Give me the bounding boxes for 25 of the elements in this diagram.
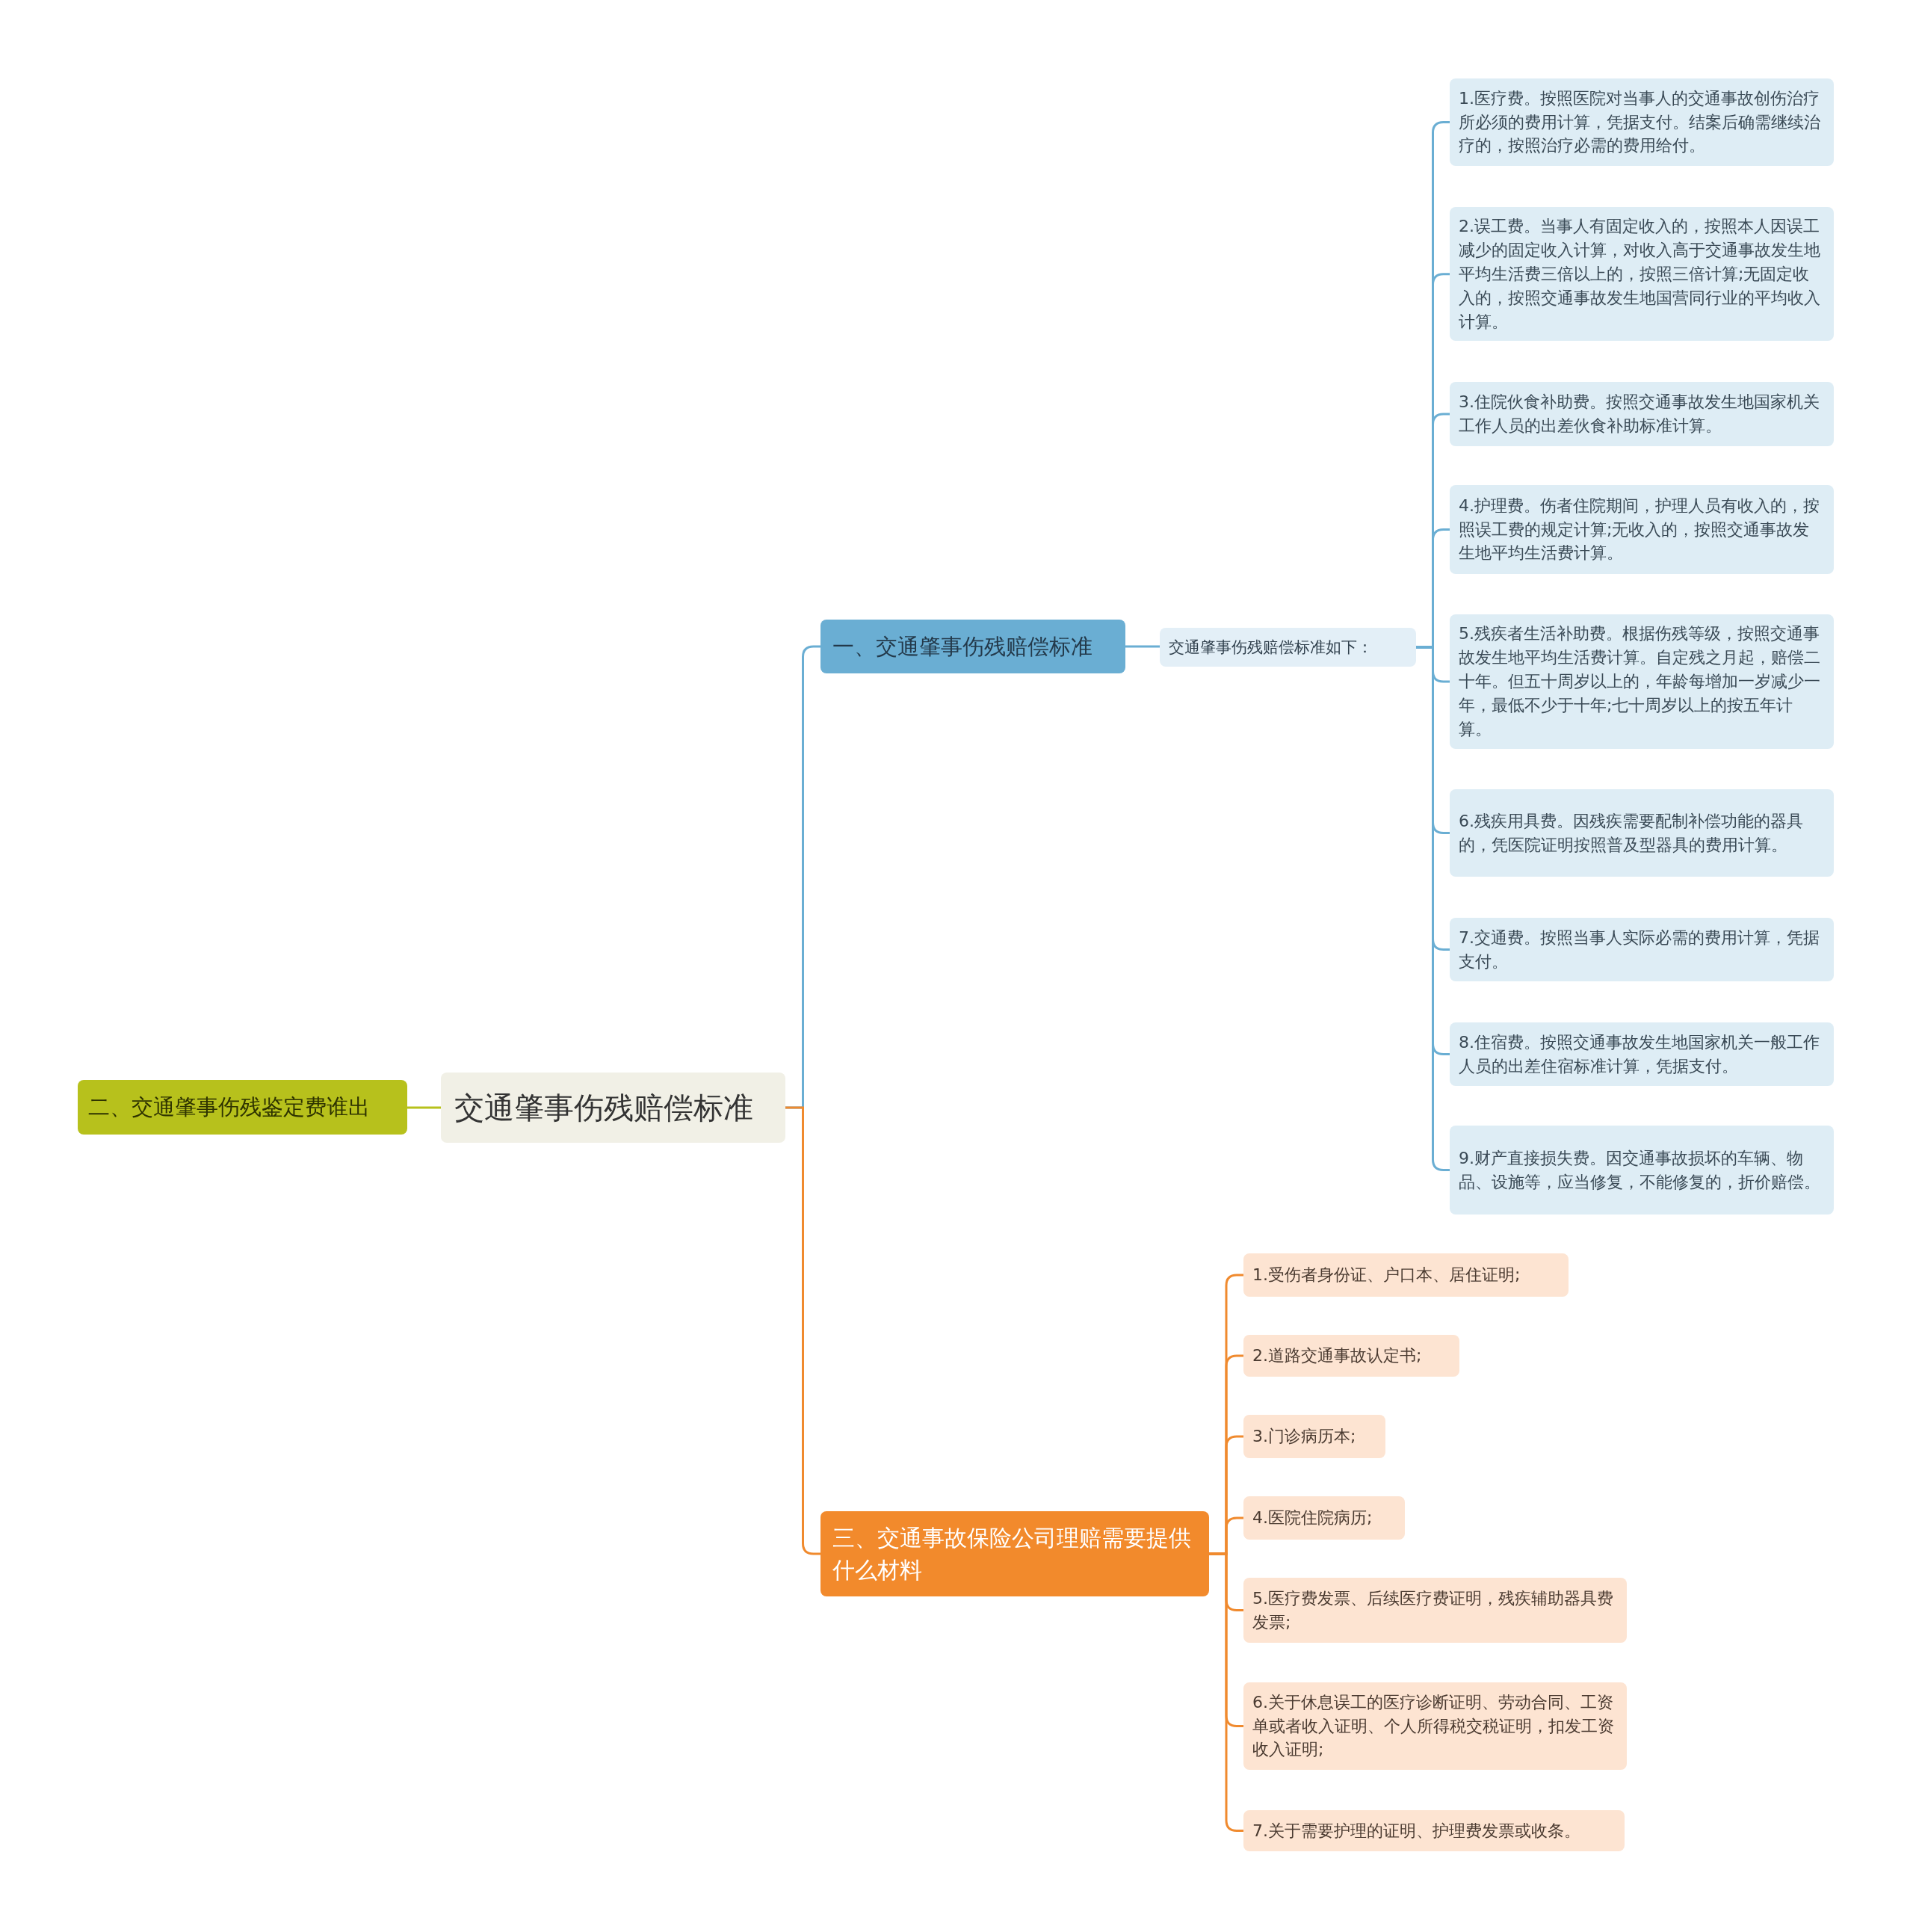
connector-line (1125, 645, 1160, 648)
detail-box: 4.医院住院病历; (1243, 1496, 1405, 1540)
detail-box: 3.门诊病历本; (1243, 1415, 1385, 1458)
detail-box: 4.护理费。伤者住院期间，护理人员有收入的，按照误工费的规定计算;无收入的，按照交通事故发生地平均生活费计算。 (1450, 485, 1834, 574)
detail-box: 9.财产直接损失费。因交通事故损坏的车辆、物品、设施等，应当修复，不能修复的，折价赔偿。 (1450, 1126, 1834, 1215)
connector-line (407, 1106, 441, 1109)
branch-topic-box: 二、交通肇事伤残鉴定费谁出 (78, 1080, 407, 1135)
detail-box: 7.交通费。按照当事人实际必需的费用计算，凭据支付。 (1450, 918, 1834, 981)
detail-box: 1.医疗费。按照医院对当事人的交通事故创伤治疗所必须的费用计算，凭据支付。结案后确需继续治疗的，按照治疗必需的费用给付。 (1450, 78, 1834, 166)
detail-box: 2.误工费。当事人有固定收入的，按照本人因误工减少的固定收入计算，对收入高于交通事故发生地平均生活费三倍以上的，按照三倍计算;无固定收入的，按照交通事故发生地国营同行业的平均收入计算。 (1450, 207, 1834, 342)
detail-box: 2.道路交通事故认定书; (1243, 1335, 1459, 1377)
connector-line (1209, 1552, 1243, 1832)
detail-box: 5.残疾者生活补助费。根据伤残等级，按照交通事故发生地平均生活费计算。自定残之月起，赔偿二十年。但五十周岁以上的，年龄每增加一岁减少一年，最低不少于十年;七十周岁以上的按五年计算。 (1450, 614, 1834, 749)
detail-box: 7.关于需要护理的证明、护理费发票或收条。 (1243, 1810, 1625, 1851)
branch-topic-box: 三、交通事故保险公司理赔需要提供什么材料 (820, 1511, 1209, 1596)
detail-box: 6.关于休息误工的医疗诊断证明、劳动合同、工资单或者收入证明、个人所得税交税证明，扣发工资收入证明; (1243, 1682, 1627, 1770)
central-topic-box: 交通肇事伤残赔偿标准 (441, 1073, 785, 1143)
detail-box: 6.残疾用具费。因残疾需要配制补偿功能的器具的，凭医院证明按照普及型器具的费用计算。 (1450, 789, 1834, 877)
subtopic-box: 交通肇事伤残赔偿标准如下： (1160, 628, 1416, 667)
detail-box: 3.住院伙食补助费。按照交通事故发生地国家机关工作人员的出差伙食补助标准计算。 (1450, 382, 1834, 446)
connector-line (785, 1106, 820, 1555)
branch-topic-box: 一、交通肇事伤残赔偿标准 (820, 620, 1125, 673)
detail-box: 5.医疗费发票、后续医疗费证明，残疾辅助器具费发票; (1243, 1578, 1627, 1643)
detail-box: 1.受伤者身份证、户口本、居住证明; (1243, 1253, 1569, 1297)
detail-box: 8.住宿费。按照交通事故发生地国家机关一般工作人员的出差住宿标准计算，凭据支付。 (1450, 1022, 1834, 1086)
